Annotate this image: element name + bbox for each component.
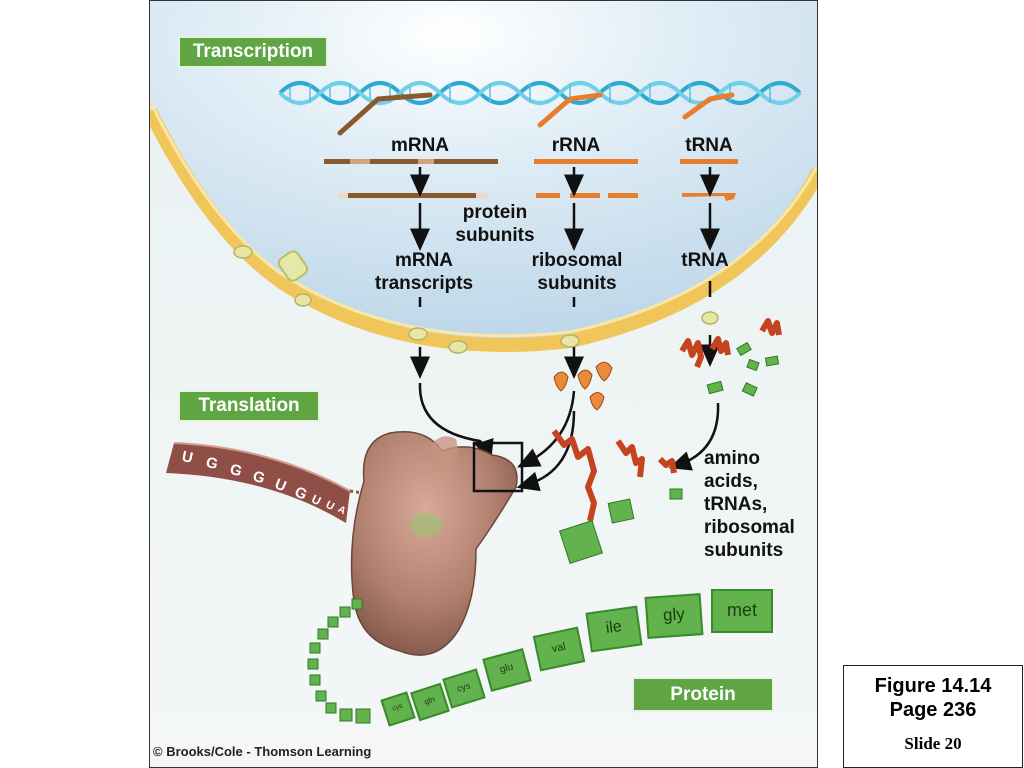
translation-label: Translation [178,390,320,422]
ribosome-focus-box [472,441,524,493]
amino-acids-label: amino acids, tRNAs, ribosomal subunits [704,448,795,561]
trna-molecules [551,318,782,522]
nuclear-pore [277,250,309,282]
copyright-credit: © Brooks/Cole - Thomson Learning [153,744,372,759]
process-arrows [410,167,720,379]
ribosomal-subunits-label: ribosomal subunits [531,250,623,294]
envelope-highlight [150,100,817,338]
figure-number: Figure 14.14 [874,675,992,697]
amino-acid-fragments [558,341,780,565]
amino-acid-block: gly [644,593,704,639]
page-number: Page 236 [889,699,977,721]
nascent-transcripts [337,92,735,136]
figure-caption-box: Figure 14.14 Page 236 Slide 20 [843,665,1023,768]
amino-acid-block: ile [585,605,643,653]
diagram-illustration [150,1,817,767]
trna-label-top: tRNA [685,135,733,156]
connector-ticks [418,281,712,307]
nuclear-envelope [150,107,817,352]
protein-beads [233,245,719,354]
trna-label-mid: tRNA [681,250,729,271]
slide-number: Slide 20 [904,734,962,753]
protein-label: Protein [632,677,774,712]
amino-acid-block: met [711,589,773,633]
diagram-canvas: Transcription Translation Protein mRNA r… [149,0,818,768]
protein-subunits-label: protein subunits [455,202,535,246]
rrna-strands [534,159,638,198]
mrna-transcripts-label: mRNA transcripts [374,250,474,294]
trna-strands [680,159,738,201]
polypeptide-chain [307,598,371,724]
ribosomal-subunit-shapes [553,361,613,411]
mrna-label: mRNA [390,135,450,156]
transcription-label: Transcription [178,36,328,68]
curved-arrows [418,382,720,492]
ribosome [350,431,518,656]
rrna-label: rRNA [551,135,601,156]
